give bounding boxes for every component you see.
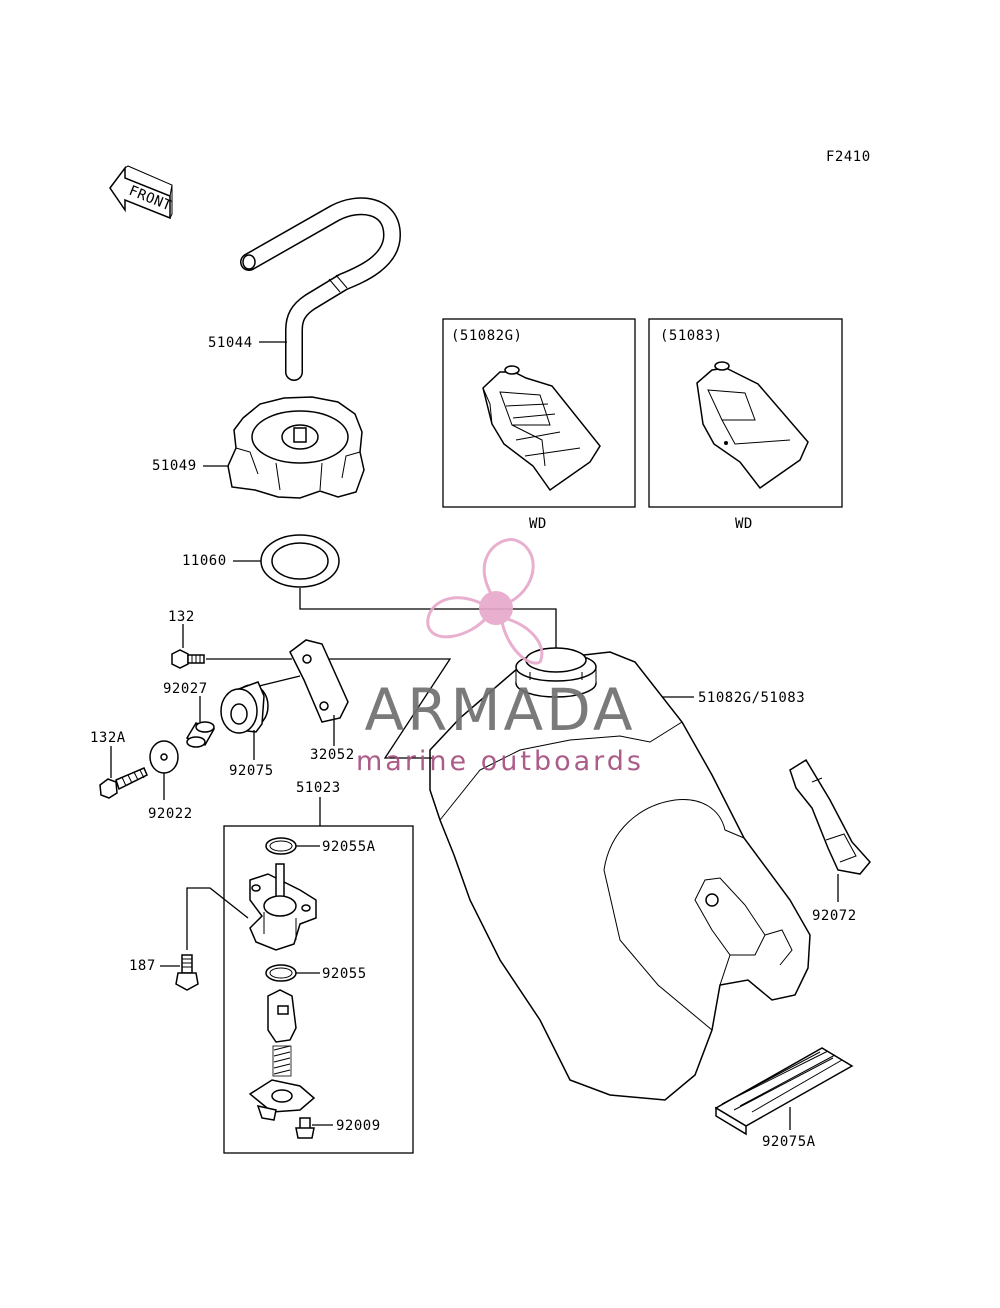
fuel-cap xyxy=(227,396,365,499)
label-92022: 92022 xyxy=(148,806,193,822)
figure-code: F2410 xyxy=(826,149,871,165)
label-11060: 11060 xyxy=(182,553,227,569)
inset-title-51083: (51083) xyxy=(660,328,723,344)
bolt-132a xyxy=(99,767,148,799)
label-51049: 51049 xyxy=(152,458,197,474)
screw-187 xyxy=(175,954,199,991)
label-92055: 92055 xyxy=(322,966,367,982)
valve-lever xyxy=(267,989,297,1043)
label-92075: 92075 xyxy=(229,763,274,779)
label-92027: 92027 xyxy=(163,681,208,697)
inset-tank-illustration xyxy=(696,361,809,490)
spring xyxy=(272,1045,292,1077)
label-32052: 32052 xyxy=(310,747,355,763)
inset-51083: (51083) xyxy=(648,318,843,508)
label-92072: 92072 xyxy=(812,908,857,924)
propeller-logo-icon xyxy=(426,538,544,665)
tank-band xyxy=(789,758,871,875)
washer xyxy=(149,740,179,774)
front-arrow-icon: FRONT xyxy=(109,165,174,220)
fuel-cock-box xyxy=(223,825,414,1154)
label-51082g-51083: 51082G/51083 xyxy=(698,690,805,706)
cover-plate xyxy=(248,1079,316,1121)
collar xyxy=(185,721,216,748)
watermark-tagline: marine outboards xyxy=(356,746,644,777)
gasket xyxy=(260,534,340,588)
label-92055a: 92055A xyxy=(322,839,376,855)
inset-caption-51083: WD xyxy=(735,516,753,532)
inset-caption-51082g: WD xyxy=(529,516,547,532)
screw-92009 xyxy=(295,1117,315,1139)
bracket xyxy=(289,639,349,723)
watermark-brand: ARMADA xyxy=(364,676,635,744)
label-92009: 92009 xyxy=(336,1118,381,1134)
inset-title-51082g: (51082G) xyxy=(451,328,522,344)
bolt-132 xyxy=(171,649,205,669)
rubber-damper xyxy=(220,681,269,734)
label-51044: 51044 xyxy=(208,335,253,351)
label-51023: 51023 xyxy=(296,780,341,796)
fuel-cock-body xyxy=(249,863,317,951)
watermark: ARMADA marine outboards xyxy=(356,538,644,777)
label-132a: 132A xyxy=(90,730,126,746)
inset-51082g: (51082G) xyxy=(442,318,636,508)
label-92075a: 92075A xyxy=(762,1134,816,1150)
rubber-pad xyxy=(714,1047,854,1136)
label-187: 187 xyxy=(129,958,156,974)
fuel-tank xyxy=(429,647,811,1101)
inset-tank-illustration xyxy=(482,365,601,492)
breather-hose xyxy=(240,197,401,381)
label-132: 132 xyxy=(168,609,195,625)
